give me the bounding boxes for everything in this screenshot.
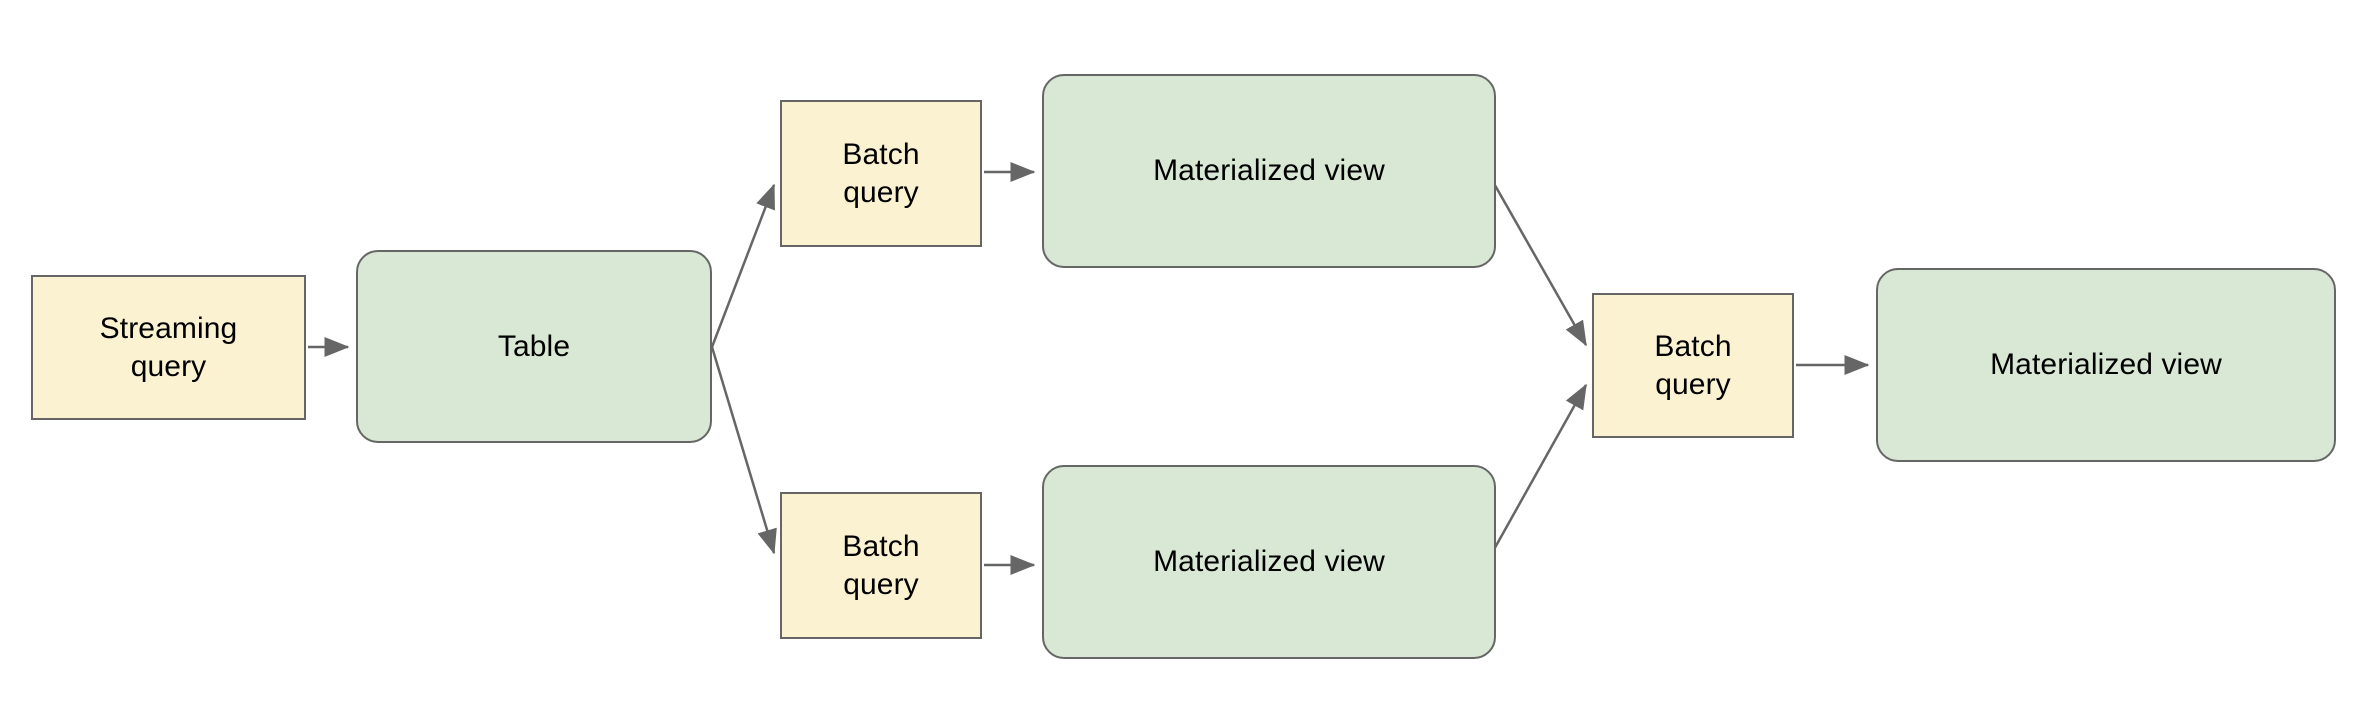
edge-table-to-batch-bottom — [710, 346, 777, 555]
node-table-label: Table — [497, 329, 571, 363]
node-batch-query-top-label: Batch query — [842, 137, 920, 209]
node-batch-query-center[interactable]: Batch query — [1592, 293, 1794, 438]
edge-table-to-batch-top — [710, 183, 776, 348]
node-materialized-view-top-label: Materialized view — [1153, 154, 1385, 187]
node-materialized-view-bottom-label: Materialized view — [1153, 545, 1385, 578]
node-batch-query-bottom[interactable]: Batch query — [780, 492, 982, 639]
node-batch-query-top[interactable]: Batch query — [780, 100, 982, 247]
node-table[interactable]: Table — [356, 250, 712, 443]
node-streaming-query[interactable]: Streaming query — [31, 275, 306, 420]
node-materialized-view-right-label: Materialized view — [1990, 348, 2222, 381]
node-materialized-view-top[interactable]: Materialized view — [1042, 74, 1496, 268]
node-materialized-view-bottom[interactable]: Materialized view — [1042, 465, 1496, 659]
edge-mv-top-to-batch-center — [1490, 179, 1588, 347]
node-batch-query-center-label: Batch query — [1654, 329, 1732, 401]
node-materialized-view-right[interactable]: Materialized view — [1876, 268, 2336, 462]
node-streaming-query-label: Streaming query — [99, 311, 238, 383]
node-batch-query-bottom-label: Batch query — [842, 529, 920, 601]
edge-mv-bottom-to-batch-center — [1490, 383, 1588, 554]
